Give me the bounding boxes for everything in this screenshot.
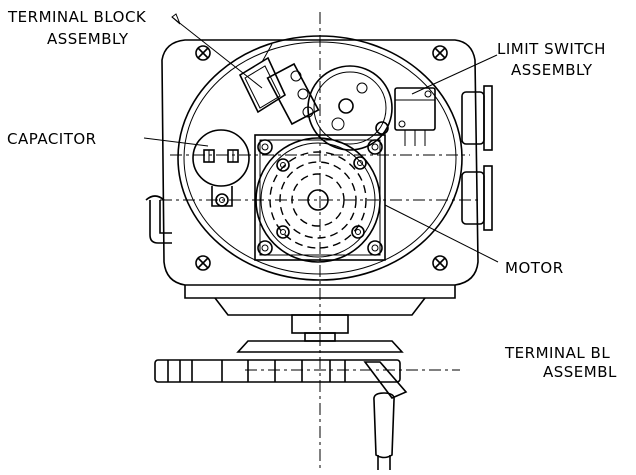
- label-terminal-block-cut: TERMINAL BL: [504, 344, 610, 362]
- label-capacitor: CAPACITOR: [7, 130, 97, 148]
- label-limit-switch-2: ASSEMBLY: [511, 61, 593, 79]
- label-motor: MOTOR: [505, 259, 564, 277]
- motor-screw: [353, 156, 367, 170]
- motor-screw: [257, 240, 273, 256]
- centerlines: [160, 12, 480, 470]
- conduit-bosses: [461, 85, 493, 231]
- bolt-top-right: [432, 45, 448, 61]
- motor-screw: [367, 240, 383, 256]
- limit-switch-component: [307, 65, 436, 151]
- label-limit-switch: LIMIT SWITCH: [497, 40, 606, 58]
- motor-screw: [276, 225, 290, 239]
- handwheel: [154, 340, 408, 470]
- label-terminal-block-cut-2: ASSEMBL: [543, 363, 617, 381]
- motor-screw: [276, 158, 290, 172]
- motor-component: [254, 134, 386, 263]
- motor-screw: [367, 139, 383, 155]
- bolt-bottom-right: [432, 255, 448, 271]
- leader-lines: [143, 13, 499, 263]
- label-terminal-block-2: ASSEMBLY: [47, 30, 129, 48]
- corner-bolts: [195, 45, 448, 271]
- capacitor-component: [192, 129, 250, 207]
- motor-screw: [257, 139, 273, 155]
- motor-screw: [351, 225, 365, 239]
- callout-labels: TERMINAL BLOCK ASSEMBLY LIMIT SWITCH ASS…: [7, 8, 617, 381]
- actuator-housing: [161, 35, 479, 342]
- bolt-bottom-left: [195, 255, 211, 271]
- bolt-top-left: [195, 45, 211, 61]
- side-lever: [145, 195, 172, 244]
- label-terminal-block: TERMINAL BLOCK: [7, 8, 147, 26]
- terminal-block-component: [238, 43, 320, 126]
